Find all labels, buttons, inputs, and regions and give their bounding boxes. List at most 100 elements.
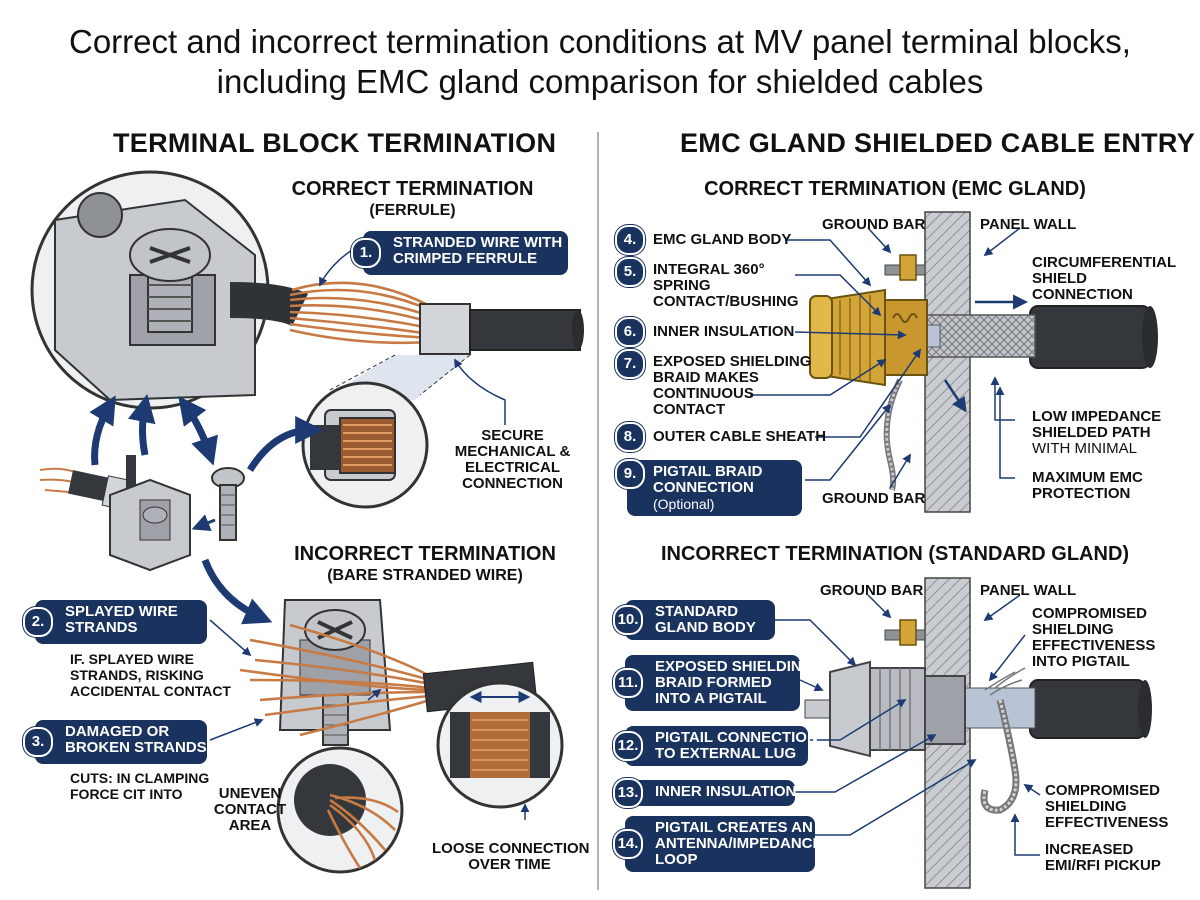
secure-line1: SECURE: [481, 427, 544, 444]
incorrect-termination-note: (BARE STRANDED WIRE): [327, 567, 523, 584]
comp2-line1: COMPROMISED: [1045, 782, 1161, 799]
callout-11-line2: BRAID FORMED: [655, 674, 772, 691]
comp1-line1: COMPROMISED: [1032, 605, 1148, 622]
low-line2: SHIELDED PATH: [1032, 424, 1151, 441]
emi-pickup-label: INCREASED EMI/RFI PICKUP: [1045, 842, 1161, 874]
loose-line1: LOOSE CONNECTION: [432, 840, 590, 857]
callout-13-number: 13.: [613, 778, 643, 808]
ground-bar-bottom-label: GROUND BAR: [822, 490, 926, 507]
callout-2-number: 2.: [23, 607, 53, 637]
damaged-strands-circle: [276, 746, 404, 874]
ferrule-detail-circle: [301, 381, 429, 509]
callout-8-text: OUTER CABLE SHEATH: [653, 428, 827, 445]
callout-6-text: INNER INSULATION: [653, 323, 795, 340]
callout-14-line1: PIGTAIL CREATES AN: [655, 819, 813, 836]
uneven-line2: CONTACT: [213, 801, 287, 818]
panel-wall-top-label: PANEL WALL: [980, 216, 1077, 233]
callout-12-line2: TO EXTERNAL LUG: [655, 745, 797, 762]
callout-3-number: 3.: [23, 727, 53, 757]
max-line2: PROTECTION: [1032, 485, 1131, 502]
callout-4-text: EMC GLAND BODY: [653, 231, 792, 248]
compromised-1-label: COMPROMISED SHIELDING EFFECTIVENESS INTO…: [1032, 606, 1155, 670]
secure-line2: MECHANICAL &: [454, 443, 571, 460]
small-terminal-block: [39, 455, 245, 572]
callout-8-number: 8.: [615, 422, 645, 452]
callout-1: 1. STRANDED WIRE WITH CRIMPED FERRULE: [351, 231, 568, 275]
standard-gland-title: INCORRECT TERMINATION (STANDARD GLAND): [660, 543, 1130, 565]
uneven-line1: UNEVEN: [218, 785, 282, 802]
callout-9-line3: (Optional): [653, 496, 715, 512]
circ-line1: CIRCUMFERENTIAL: [1032, 254, 1177, 271]
correct-termination-note: (FERRULE): [369, 202, 456, 219]
callout-6: 6. INNER INSULATION: [615, 317, 797, 347]
callout-8: 8. OUTER CABLE SHEATH: [615, 422, 826, 452]
callout-4: 4. EMC GLAND BODY: [615, 225, 791, 255]
circumferential-label: CIRCUMFERENTIAL SHIELD CONNECTION: [1032, 255, 1176, 303]
callout-7-line3: CONTINUOUS: [653, 385, 754, 402]
comp1-line3: EFFECTIVENESS: [1032, 637, 1156, 654]
callout-3-line1: DAMAGED OR: [65, 723, 170, 740]
callout-10: 10. STANDARD GLAND BODY: [613, 600, 775, 640]
callout-2-line2: STRANDS: [65, 619, 138, 636]
callout-11-line1: EXPOSED SHIELDING: [655, 658, 814, 675]
standard-gland-assembly: [804, 577, 1152, 889]
callout-12: 12. PIGTAIL CONNECTION TO EXTERNAL LUG: [613, 726, 818, 766]
comp2-line2: SHIELDING: [1045, 798, 1127, 815]
callout-7-number: 7.: [615, 349, 645, 379]
note-2-line3: ACCIDENTAL CONTACT: [70, 683, 231, 699]
main-title-line1: Correct and incorrect termination condit…: [69, 23, 1131, 60]
callout-11-number: 11.: [613, 668, 643, 698]
callout-9-line1: PIGTAIL BRAID: [653, 463, 763, 480]
ground-bar-2-label: GROUND BAR: [820, 582, 924, 599]
comp1-line4: INTO PIGTAIL: [1032, 653, 1130, 670]
callout-13-text: INNER INSULATION: [655, 783, 797, 800]
callout-2-line1: SPLAYED WIRE: [65, 603, 178, 620]
callout-14-line2: ANTENNA/IMPEDANCE: [655, 835, 823, 852]
callout-10-number: 10.: [613, 605, 643, 635]
circ-line3: CONNECTION: [1032, 286, 1133, 303]
callout-7-line4: CONTACT: [653, 401, 726, 418]
secure-line3: ELECTRICAL: [465, 459, 560, 476]
callout-12-line1: PIGTAIL CONNECTION: [655, 729, 818, 746]
low-line3: WITH MINIMAL: [1032, 440, 1137, 457]
callout-11: 11. EXPOSED SHIELDING BRAID FORMED INTO …: [613, 655, 814, 711]
callout-9: 9. PIGTAIL BRAID CONNECTION (Optional): [615, 459, 802, 516]
main-title: Correct and incorrect termination condit…: [0, 22, 1200, 102]
loose-connection-label: LOOSE CONNECTION OVER TIME: [432, 840, 590, 873]
note-3-line1: CUTS: IN CLAMPING: [70, 770, 210, 786]
low-impedance-label: LOW IMPEDANCE SHIELDED PATH WITH MINIMAL: [1032, 409, 1161, 457]
callout-1-number: 1.: [351, 238, 381, 268]
callout-3-line2: BROKEN STRANDS: [65, 739, 207, 756]
callout-7: 7. EXPOSED SHIELDING BRAID MAKES CONTINU…: [615, 349, 812, 422]
note-2: IF. SPLAYED WIRE STRANDS, RISKING ACCIDE…: [70, 651, 231, 699]
callout-5-line3: CONTACT/BUSHING: [653, 293, 799, 310]
uneven-contact-label: UNEVEN CONTACT AREA: [210, 786, 290, 834]
callout-9-line2: CONNECTION: [653, 479, 754, 496]
correct-cable: [229, 281, 584, 355]
callout-3: 3. DAMAGED OR BROKEN STRANDS: [23, 720, 207, 764]
callout-11-line3: INTO A PIGTAIL: [655, 690, 767, 707]
callout-7-line2: BRAID MAKES: [653, 369, 759, 386]
circ-line2: SHIELD: [1032, 270, 1088, 287]
callout-5-line2: SPRING: [653, 277, 711, 294]
callout-10-line2: GLAND BODY: [655, 619, 756, 636]
panel-wall-2-label: PANEL WALL: [980, 582, 1077, 599]
callout-13: 13. INNER INSULATION: [613, 778, 797, 808]
callout-14-number: 14.: [613, 829, 643, 859]
note-2-line1: IF. SPLAYED WIRE: [70, 651, 194, 667]
max-emc-label: MAXIMUM EMC PROTECTION: [1032, 470, 1143, 502]
note-2-line2: STRANDS, RISKING: [70, 667, 204, 683]
callout-7-line1: EXPOSED SHIELDING: [653, 353, 812, 370]
ground-bar-top-label: GROUND BAR: [822, 216, 926, 233]
callout-1-line1: STRANDED WIRE WITH: [393, 234, 563, 251]
callout-4-number: 4.: [615, 225, 645, 255]
secure-connection-label: SECURE MECHANICAL & ELECTRICAL CONNECTIO…: [450, 428, 575, 492]
secure-line4: CONNECTION: [462, 475, 563, 492]
terminal-block-closeup: [30, 170, 270, 410]
callout-10-line1: STANDARD: [655, 603, 739, 620]
emi-line2: EMI/RFI PICKUP: [1045, 857, 1161, 874]
max-line1: MAXIMUM EMC: [1032, 469, 1143, 486]
low-line1: LOW IMPEDANCE: [1032, 408, 1162, 425]
callout-5-number: 5.: [615, 257, 645, 287]
